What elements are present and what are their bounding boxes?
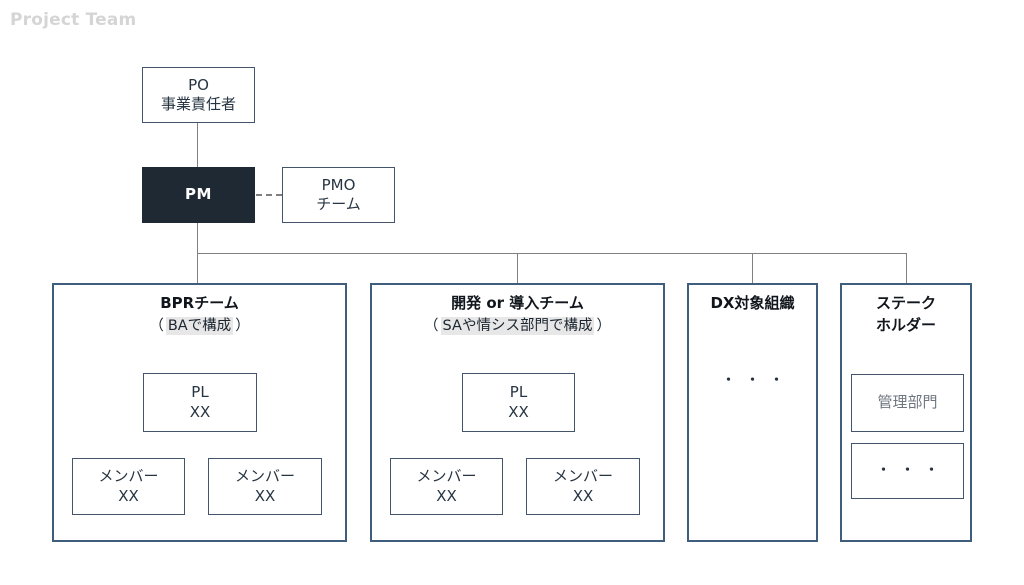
dev-team-header: 開発 or 導入チーム （SAや情シス部門で構成）	[372, 293, 663, 337]
dev-pl-label: PL	[509, 383, 528, 401]
pm-box: PM	[142, 167, 255, 223]
dev-paren-close: ）	[596, 317, 611, 334]
bpr-team-title: BPRチーム	[160, 294, 239, 312]
group-stakeholder: ステーク ホルダー 管理部門 ・・・	[840, 283, 972, 542]
pmo-sublabel: チーム	[316, 195, 361, 213]
bpr-pl-label: PL	[191, 383, 209, 401]
pm-label: PM	[185, 185, 212, 204]
group-dx-org: DX対象組織 ・・・	[687, 283, 818, 542]
connector-drop-devteam	[517, 253, 518, 283]
bpr-team-subtitle: （BAで構成）	[54, 315, 345, 337]
dev-member2-name: XX	[572, 486, 594, 505]
stakeholder-dept-box: 管理部門	[851, 374, 964, 432]
connector-pm-pmo-dashed	[256, 194, 282, 196]
bpr-member2-name: XX	[254, 486, 276, 505]
dev-team-title: 開発 or 導入チーム	[451, 294, 584, 312]
bpr-member2-box: メンバー XX	[208, 458, 322, 515]
bpr-member2-label: メンバー	[234, 467, 295, 485]
dev-pl-name: XX	[508, 402, 529, 421]
page-title: Project Team	[10, 10, 137, 30]
connector-drop-dx	[752, 253, 753, 283]
dev-member1-box: メンバー XX	[390, 458, 503, 515]
stakeholder-title-line2: ホルダー	[875, 315, 936, 334]
dev-paren-open: （	[424, 317, 439, 334]
po-sublabel: 事業責任者	[160, 95, 236, 113]
connector-drop-stakeholder	[906, 253, 907, 283]
stakeholder-header: ステーク ホルダー	[842, 293, 970, 337]
connector-po-pm	[197, 123, 198, 167]
bpr-team-header: BPRチーム （BAで構成）	[54, 293, 345, 337]
dx-org-ellipsis: ・・・	[721, 373, 794, 388]
stakeholder-title-line1: ステーク	[875, 294, 936, 312]
dev-member1-name: XX	[436, 486, 457, 505]
bpr-member1-box: メンバー XX	[72, 458, 185, 515]
dev-member1-label: メンバー	[416, 467, 477, 485]
bpr-paren-open: （	[149, 317, 164, 334]
po-label: PO	[188, 75, 209, 94]
dev-member2-box: メンバー XX	[526, 458, 640, 515]
dev-pl-box: PL XX	[462, 373, 575, 432]
dx-org-header: DX対象組織	[689, 293, 816, 315]
pmo-box: PMO チーム	[282, 167, 395, 223]
stakeholder-ellipsis: ・・・	[876, 462, 949, 478]
po-box: PO 事業責任者	[142, 67, 255, 123]
pmo-label: PMO	[321, 175, 356, 194]
dev-highlight-text: SAや情シス部門で構成	[440, 316, 595, 335]
dev-team-subtitle: （SAや情シス部門で構成）	[372, 315, 663, 337]
bpr-member1-name: XX	[118, 486, 139, 505]
bpr-highlight-text: BAで構成	[165, 316, 234, 335]
bpr-member1-label: メンバー	[98, 467, 159, 485]
connector-main-horizontal	[197, 253, 907, 254]
stakeholder-others-box: ・・・	[851, 443, 964, 499]
bpr-pl-box: PL XX	[143, 373, 257, 432]
stakeholder-dept-label: 管理部門	[877, 393, 938, 412]
dev-member2-label: メンバー	[552, 467, 613, 485]
bpr-paren-close: ）	[235, 317, 250, 334]
bpr-pl-name: XX	[189, 402, 211, 421]
dx-org-title: DX対象組織	[710, 294, 795, 312]
